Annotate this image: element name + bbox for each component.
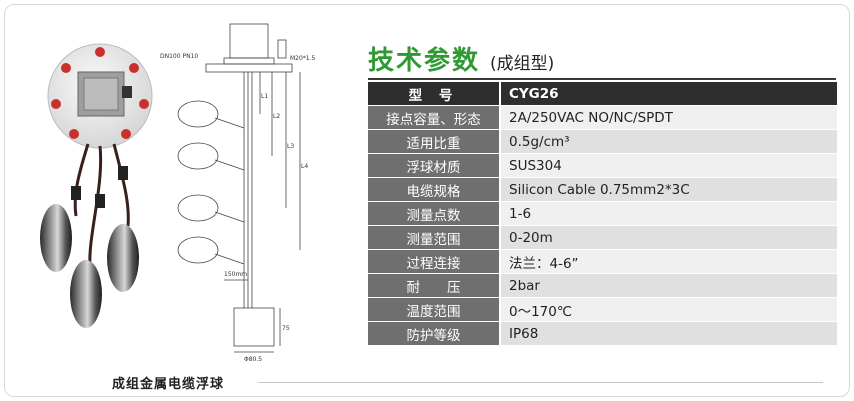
spec-row: 测量范围 0-20m xyxy=(368,225,837,250)
thread-label: M20*1.5 xyxy=(290,55,316,62)
spec-row: 适用比重 0.5g/cm³ xyxy=(368,129,837,154)
spacing-label: 150mm xyxy=(224,271,247,278)
spec-row: 电缆规格 Silicon Cable 0.75mm2*3C xyxy=(368,177,837,202)
flange-label: DN100 PN10 xyxy=(160,53,198,60)
spec-value: 1-6 xyxy=(500,201,837,226)
spec-key: 浮球材质 xyxy=(368,153,501,178)
spec-header-value: CYG26 xyxy=(500,82,837,106)
spec-value: 0～170℃ xyxy=(500,297,837,322)
spec-key: 防护等级 xyxy=(368,321,501,346)
spec-key: 适用比重 xyxy=(368,129,501,154)
spec-value: IP68 xyxy=(500,321,837,346)
spec-value: SUS304 xyxy=(500,153,837,178)
spec-row: 接点容量、形态 2A/250VAC NO/NC/SPDT xyxy=(368,105,837,130)
spec-value: 2A/250VAC NO/NC/SPDT xyxy=(500,105,837,130)
spec-key: 测量范围 xyxy=(368,225,501,250)
section-subtitle: (成组型) xyxy=(490,54,555,74)
spec-value: 0.5g/cm³ xyxy=(500,129,837,154)
spec-header-key: 型 号 xyxy=(368,82,501,106)
product-photo xyxy=(40,43,153,328)
spec-value: Silicon Cable 0.75mm2*3C xyxy=(500,177,837,202)
spec-row: 浮球材质 SUS304 xyxy=(368,153,837,178)
photo-caption: 成组金属电缆浮球 xyxy=(112,377,225,392)
spec-key: 接点容量、形态 xyxy=(368,105,501,130)
title-divider xyxy=(368,78,836,80)
l1-label: L1 xyxy=(261,93,268,100)
l4-label: L4 xyxy=(301,163,308,170)
spec-value: 法兰：4-6” xyxy=(500,249,837,274)
l3-label: L3 xyxy=(287,143,294,150)
weight-height-label: 75 xyxy=(282,325,290,332)
caption-divider xyxy=(258,382,823,383)
section-heading: 技术参数 (成组型) xyxy=(368,40,554,77)
spec-header-row: 型 号 CYG26 xyxy=(368,82,837,106)
spec-row: 耐 压 2bar xyxy=(368,273,837,298)
spec-row: 防护等级 IP68 xyxy=(368,321,837,346)
spec-key: 电缆规格 xyxy=(368,177,501,202)
l2-label: L2 xyxy=(273,113,280,120)
spec-table: 型 号 CYG26 接点容量、形态 2A/250VAC NO/NC/SPDT 适… xyxy=(368,82,837,346)
spec-value: 0-20m xyxy=(500,225,837,250)
spec-key: 耐 压 xyxy=(368,273,501,298)
spec-row: 温度范围 0～170℃ xyxy=(368,297,837,322)
spec-key: 温度范围 xyxy=(368,297,501,322)
spec-row: 测量点数 1-6 xyxy=(368,201,837,226)
spec-key: 过程连接 xyxy=(368,249,501,274)
section-title: 技术参数 xyxy=(368,46,481,76)
spec-value: 2bar xyxy=(500,273,837,298)
weight-dia-label: Φ80.5 xyxy=(244,356,262,363)
dimension-drawing: DN100 PN10 M20*1.5 L1 L2 L3 L4 150mm 75 … xyxy=(160,23,316,363)
spec-row: 过程连接 法兰：4-6” xyxy=(368,249,837,274)
spec-key: 测量点数 xyxy=(368,201,501,226)
